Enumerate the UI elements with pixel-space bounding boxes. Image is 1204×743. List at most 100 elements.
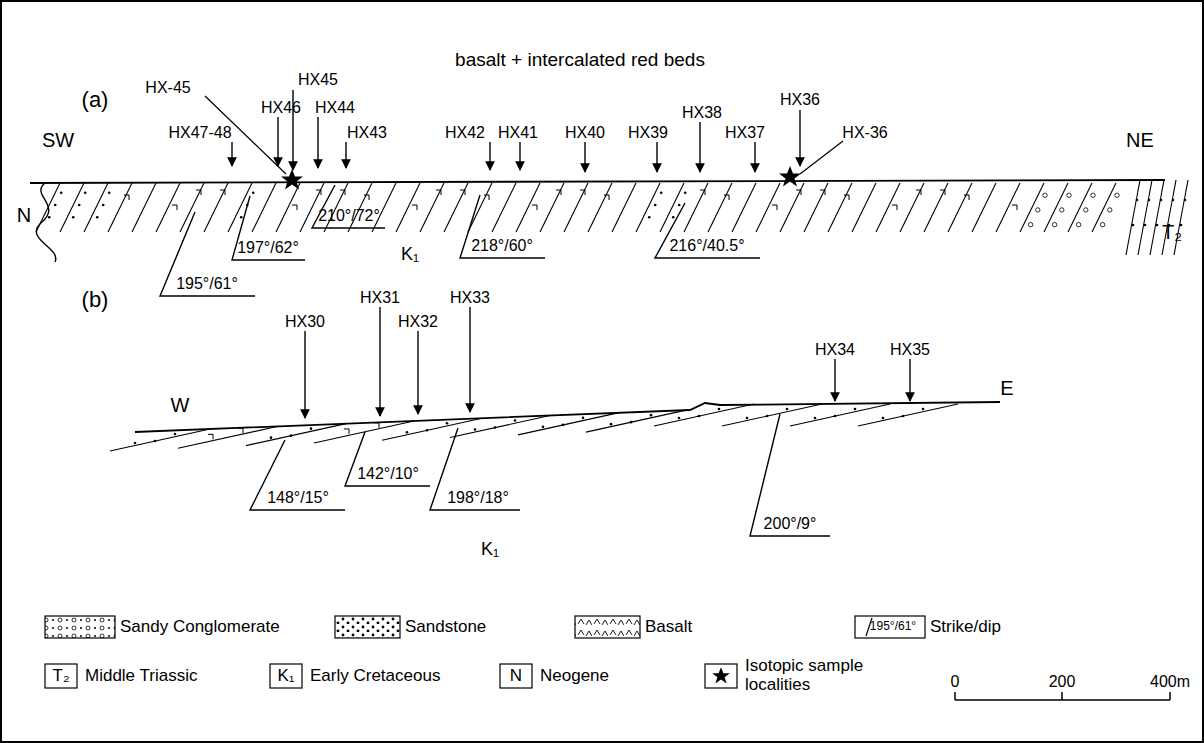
- basalt-mark: [124, 195, 129, 200]
- sand-dot: [746, 417, 749, 420]
- strike-dip-label: 210°/72°: [318, 207, 380, 225]
- pebble-mark: [1115, 193, 1119, 197]
- sand-dot: [786, 408, 789, 411]
- bedding-line: [178, 426, 278, 448]
- scale-bar: [955, 692, 1170, 700]
- leader-lines: [205, 96, 843, 174]
- sand-dot: [246, 204, 249, 207]
- sand-dot: [154, 440, 157, 443]
- scale-tick: [1061, 692, 1063, 700]
- sand-dot: [678, 417, 681, 420]
- bedding-line: [382, 418, 482, 440]
- bedding-line: [108, 183, 132, 232]
- bedding-line: [660, 183, 684, 232]
- sand-dot: [48, 216, 51, 219]
- sand-dot: [922, 408, 925, 411]
- unit-label: K₁: [401, 245, 419, 265]
- ground-line: [30, 180, 1165, 183]
- scale-tick: [1169, 692, 1171, 700]
- basalt-mark: [344, 429, 349, 434]
- basalt-mark: [196, 190, 201, 195]
- sand-dot: [582, 417, 585, 420]
- sample-label: HX38: [682, 104, 722, 122]
- bedding-line: [204, 183, 228, 232]
- bedding-line: [450, 416, 550, 438]
- strike-dip-label: 197°/62°: [237, 239, 299, 257]
- basalt-mark: [172, 205, 177, 210]
- bedding-line: [540, 183, 564, 232]
- strike-dip-symbol: [250, 440, 345, 510]
- bedding-line: [780, 183, 804, 232]
- sample-label: HX-36: [842, 124, 887, 142]
- bedding-line: [36, 183, 60, 232]
- legend-star: [712, 667, 730, 683]
- sand-dot: [718, 408, 721, 411]
- basalt-mark: [604, 195, 609, 200]
- direction-label: W: [171, 394, 190, 416]
- leader-line: [800, 141, 843, 174]
- sand-dot: [834, 415, 837, 418]
- bedding-line: [84, 183, 108, 232]
- sand-dot: [630, 421, 633, 424]
- basalt-mark: [700, 190, 705, 195]
- legend-text: Middle Triassic: [85, 667, 197, 686]
- bedding-line: [228, 183, 252, 232]
- sand-dot: [1172, 199, 1175, 202]
- bedding-line: [972, 183, 996, 232]
- sample-label: HX42: [445, 124, 485, 142]
- strike-dip-symbol: [312, 185, 385, 228]
- sand-dot: [514, 419, 517, 422]
- sample-arrow: [231, 142, 232, 166]
- scale-label: 0: [951, 673, 960, 691]
- sand-dot: [610, 423, 613, 426]
- basalt-mark: [436, 190, 441, 195]
- pebble-mark: [1067, 193, 1071, 197]
- basalt-mark: [940, 190, 945, 195]
- conglomerate-swatch: [45, 616, 115, 638]
- bedding-line: [948, 183, 972, 232]
- bedding-line: [858, 404, 958, 426]
- sand-dot: [290, 434, 293, 437]
- bedding-line: [612, 183, 636, 232]
- basalt-swatch: [575, 616, 640, 638]
- unit-swatch: [45, 664, 77, 688]
- strike-dip-symbol: [750, 414, 830, 536]
- basalt-mark: [364, 195, 369, 200]
- pebble-mark: [1108, 208, 1112, 212]
- bedding-line: [1126, 180, 1140, 255]
- basalt-mark: [532, 205, 537, 210]
- sample-label: HX36: [780, 91, 820, 109]
- sand-dot: [102, 204, 105, 207]
- strike-dip-label: 218°/60°: [471, 237, 533, 255]
- sample-label: HX32: [398, 313, 438, 331]
- sand-dot: [1184, 199, 1187, 202]
- pebble-mark: [1091, 193, 1095, 197]
- bedding-line: [492, 183, 516, 232]
- bedding-line: [756, 183, 780, 232]
- bedding-line: [156, 183, 180, 232]
- pebble-mark: [1028, 222, 1032, 226]
- basalt-mark: [374, 423, 379, 428]
- pebble-mark: [1043, 193, 1047, 197]
- basalt-mark: [916, 190, 921, 195]
- bedding-line: [132, 183, 156, 232]
- sample-label: HX41: [498, 124, 538, 142]
- strike-dip-label: 195°/61°: [176, 275, 238, 293]
- legend-text: Sandy Conglomerate: [120, 618, 280, 637]
- pebble-mark: [1100, 222, 1104, 226]
- bedding-line: [246, 424, 346, 446]
- sample-label: HX-45: [145, 79, 190, 97]
- bedding-line: [180, 183, 204, 232]
- sand-dot: [406, 431, 409, 434]
- sand-dot: [650, 414, 653, 417]
- stars: [281, 166, 801, 190]
- pebble-mark: [1060, 208, 1064, 212]
- sand-dot: [654, 204, 657, 207]
- sand-dot: [1156, 224, 1159, 227]
- sample-label: HX35: [890, 341, 930, 359]
- basalt-mark: [412, 205, 417, 210]
- sand-dot: [1132, 224, 1135, 227]
- sand-dot: [1144, 224, 1147, 227]
